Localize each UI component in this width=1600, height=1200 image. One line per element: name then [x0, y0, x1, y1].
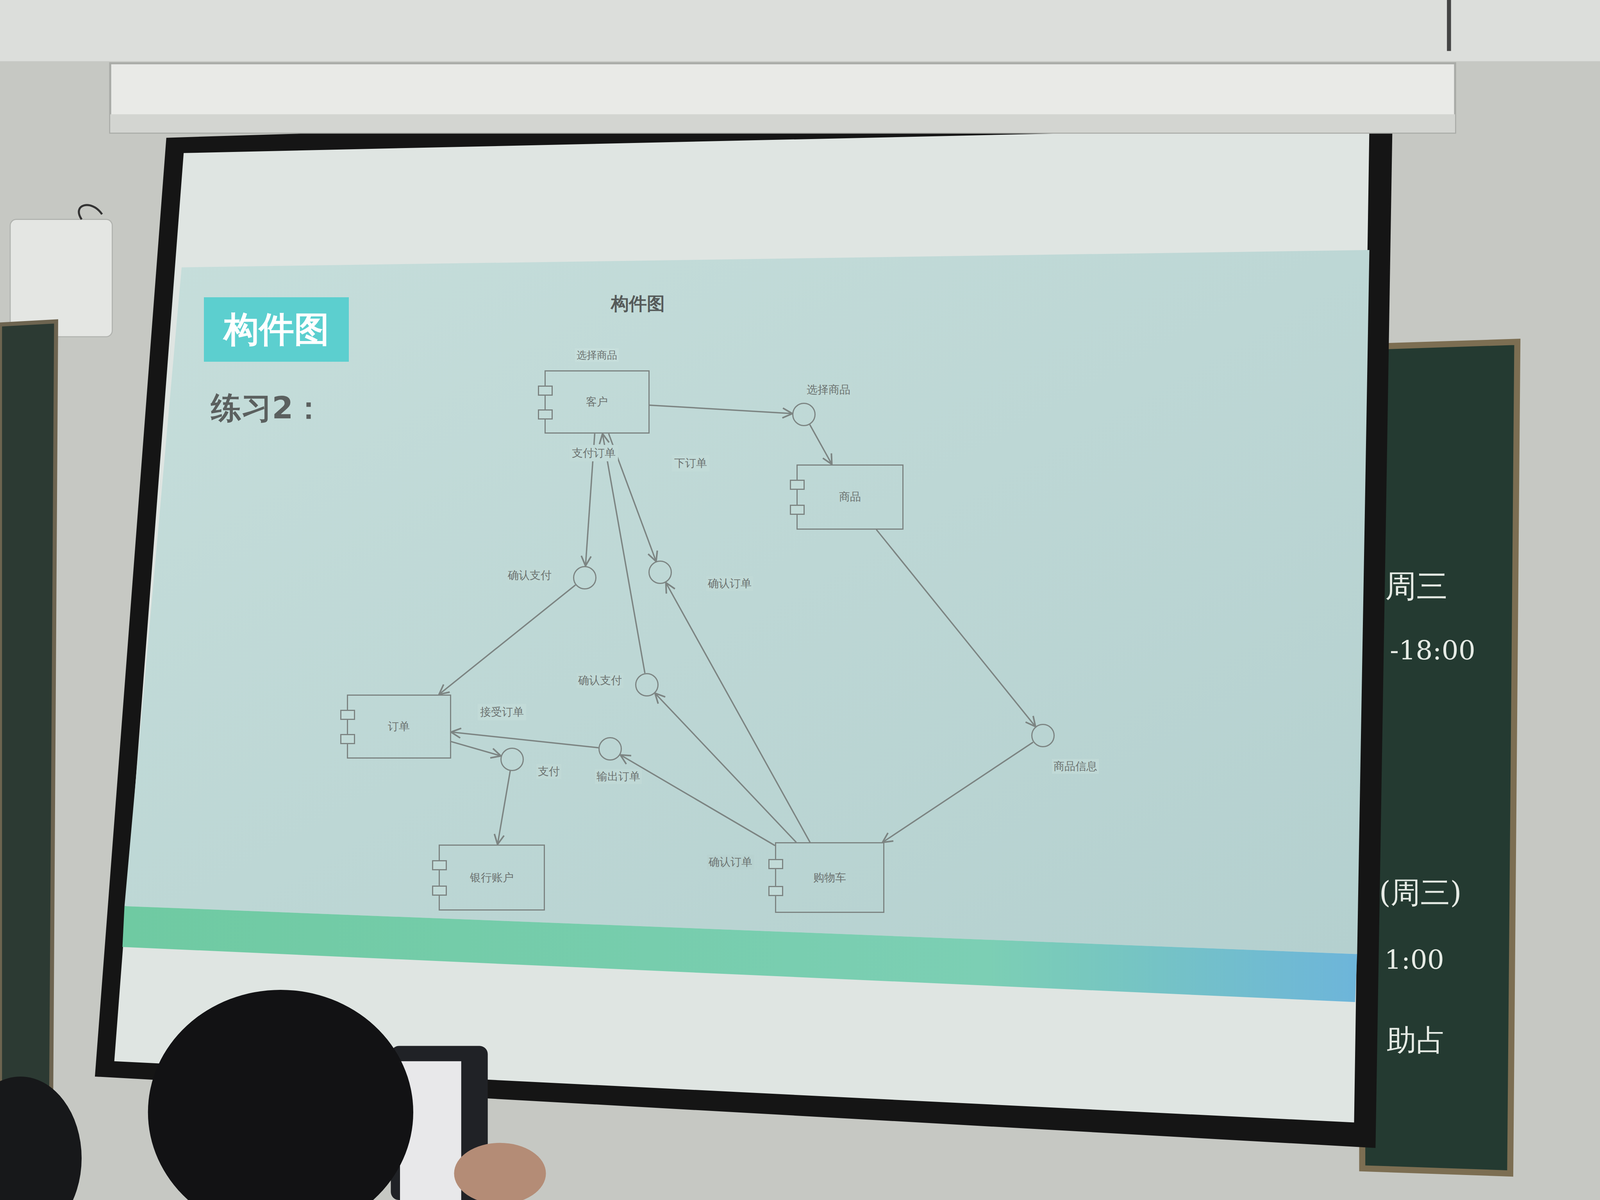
exercise-heading: 练习2：: [209, 387, 325, 429]
component-box: 订单: [346, 694, 451, 759]
interface-name: 商品信息: [1051, 758, 1099, 774]
screen-surface: [114, 126, 1370, 1123]
chalk-note: (周三): [1377, 872, 1464, 913]
badge-text: 构件图: [223, 305, 330, 354]
chalk-note: -18:00: [1388, 634, 1477, 666]
projector-case-edge: [110, 114, 1456, 133]
component-tab: [789, 504, 805, 515]
dependency-arrow: [882, 742, 1033, 843]
dependency-arrow: [809, 424, 833, 465]
interface-name: 确认订单: [707, 854, 754, 870]
edge-label: 支付订单: [569, 444, 618, 462]
dependency-arrow: [439, 584, 576, 695]
dependency-arrow: [655, 693, 797, 843]
interface-circle: 商品信息: [1031, 723, 1055, 748]
interface-circle: 确认支付: [635, 673, 659, 697]
hand: [453, 1142, 546, 1200]
chain: [1446, 0, 1451, 52]
slide-band: [122, 906, 1358, 1003]
interface-name: 选择商品: [575, 348, 619, 363]
component-box: 购物车: [775, 842, 885, 913]
component-box: 客户: [544, 370, 650, 434]
diagram-title: 构件图: [610, 291, 665, 317]
dependency-arrow: [649, 405, 793, 414]
slide: [124, 250, 1370, 954]
dependency-arrow: [620, 755, 775, 846]
interface-name: 支付: [536, 764, 562, 779]
component-tab: [340, 709, 356, 720]
dependency-arrow: [666, 582, 811, 843]
component-box: 商品: [796, 464, 904, 530]
component-tab: [789, 479, 805, 490]
dependency-arrow: [451, 732, 599, 748]
projector-case: [110, 63, 1456, 133]
interface-circle: 输出订单: [598, 737, 622, 761]
component-tab: [340, 733, 356, 745]
component-name: 购物车: [813, 870, 847, 886]
interface-name: 确认支付: [576, 673, 624, 688]
component-tab: [768, 858, 784, 870]
outlet-box: [10, 219, 113, 337]
edge-label: 下订单: [671, 455, 710, 472]
interface-name: 确认订单: [706, 576, 754, 592]
cable: [78, 205, 102, 220]
interface-circle: 确认支付: [573, 566, 597, 590]
chalk-note: 周三: [1383, 565, 1450, 608]
ceiling: [0, 0, 1600, 62]
dependency-arrow: [497, 770, 511, 845]
component-tab: [432, 860, 447, 871]
component-tab: [537, 385, 553, 396]
heading-badge: 构件图: [203, 297, 349, 362]
component-tab: [768, 885, 784, 897]
interface-circle: 选择商品: [792, 402, 816, 427]
interface-name: 选择商品: [805, 382, 852, 398]
component-name: 商品: [839, 489, 861, 505]
component-name: 银行账户: [469, 870, 514, 886]
chalk-note: 助占: [1385, 1020, 1448, 1061]
component-name: 订单: [387, 719, 410, 734]
interface-circle: 确认订单: [648, 560, 672, 584]
blackboard-left: [0, 321, 57, 1133]
edge-label: 接受订单: [477, 703, 527, 721]
dependency-arrow: [876, 529, 1036, 727]
dependency-arrow: [451, 741, 502, 756]
head: [0, 1076, 82, 1200]
chalk-note: 1:00: [1382, 943, 1446, 975]
head: [148, 989, 414, 1200]
interface-circle: 支付: [500, 747, 524, 772]
dependency-arrow: [602, 433, 645, 674]
interface-name: 确认支付: [506, 567, 554, 583]
component-name: 客户: [585, 394, 608, 410]
component-box: 银行账户: [438, 844, 545, 911]
component-tab: [537, 409, 553, 420]
interface-name: 输出订单: [594, 769, 642, 784]
component-tab: [432, 885, 447, 896]
